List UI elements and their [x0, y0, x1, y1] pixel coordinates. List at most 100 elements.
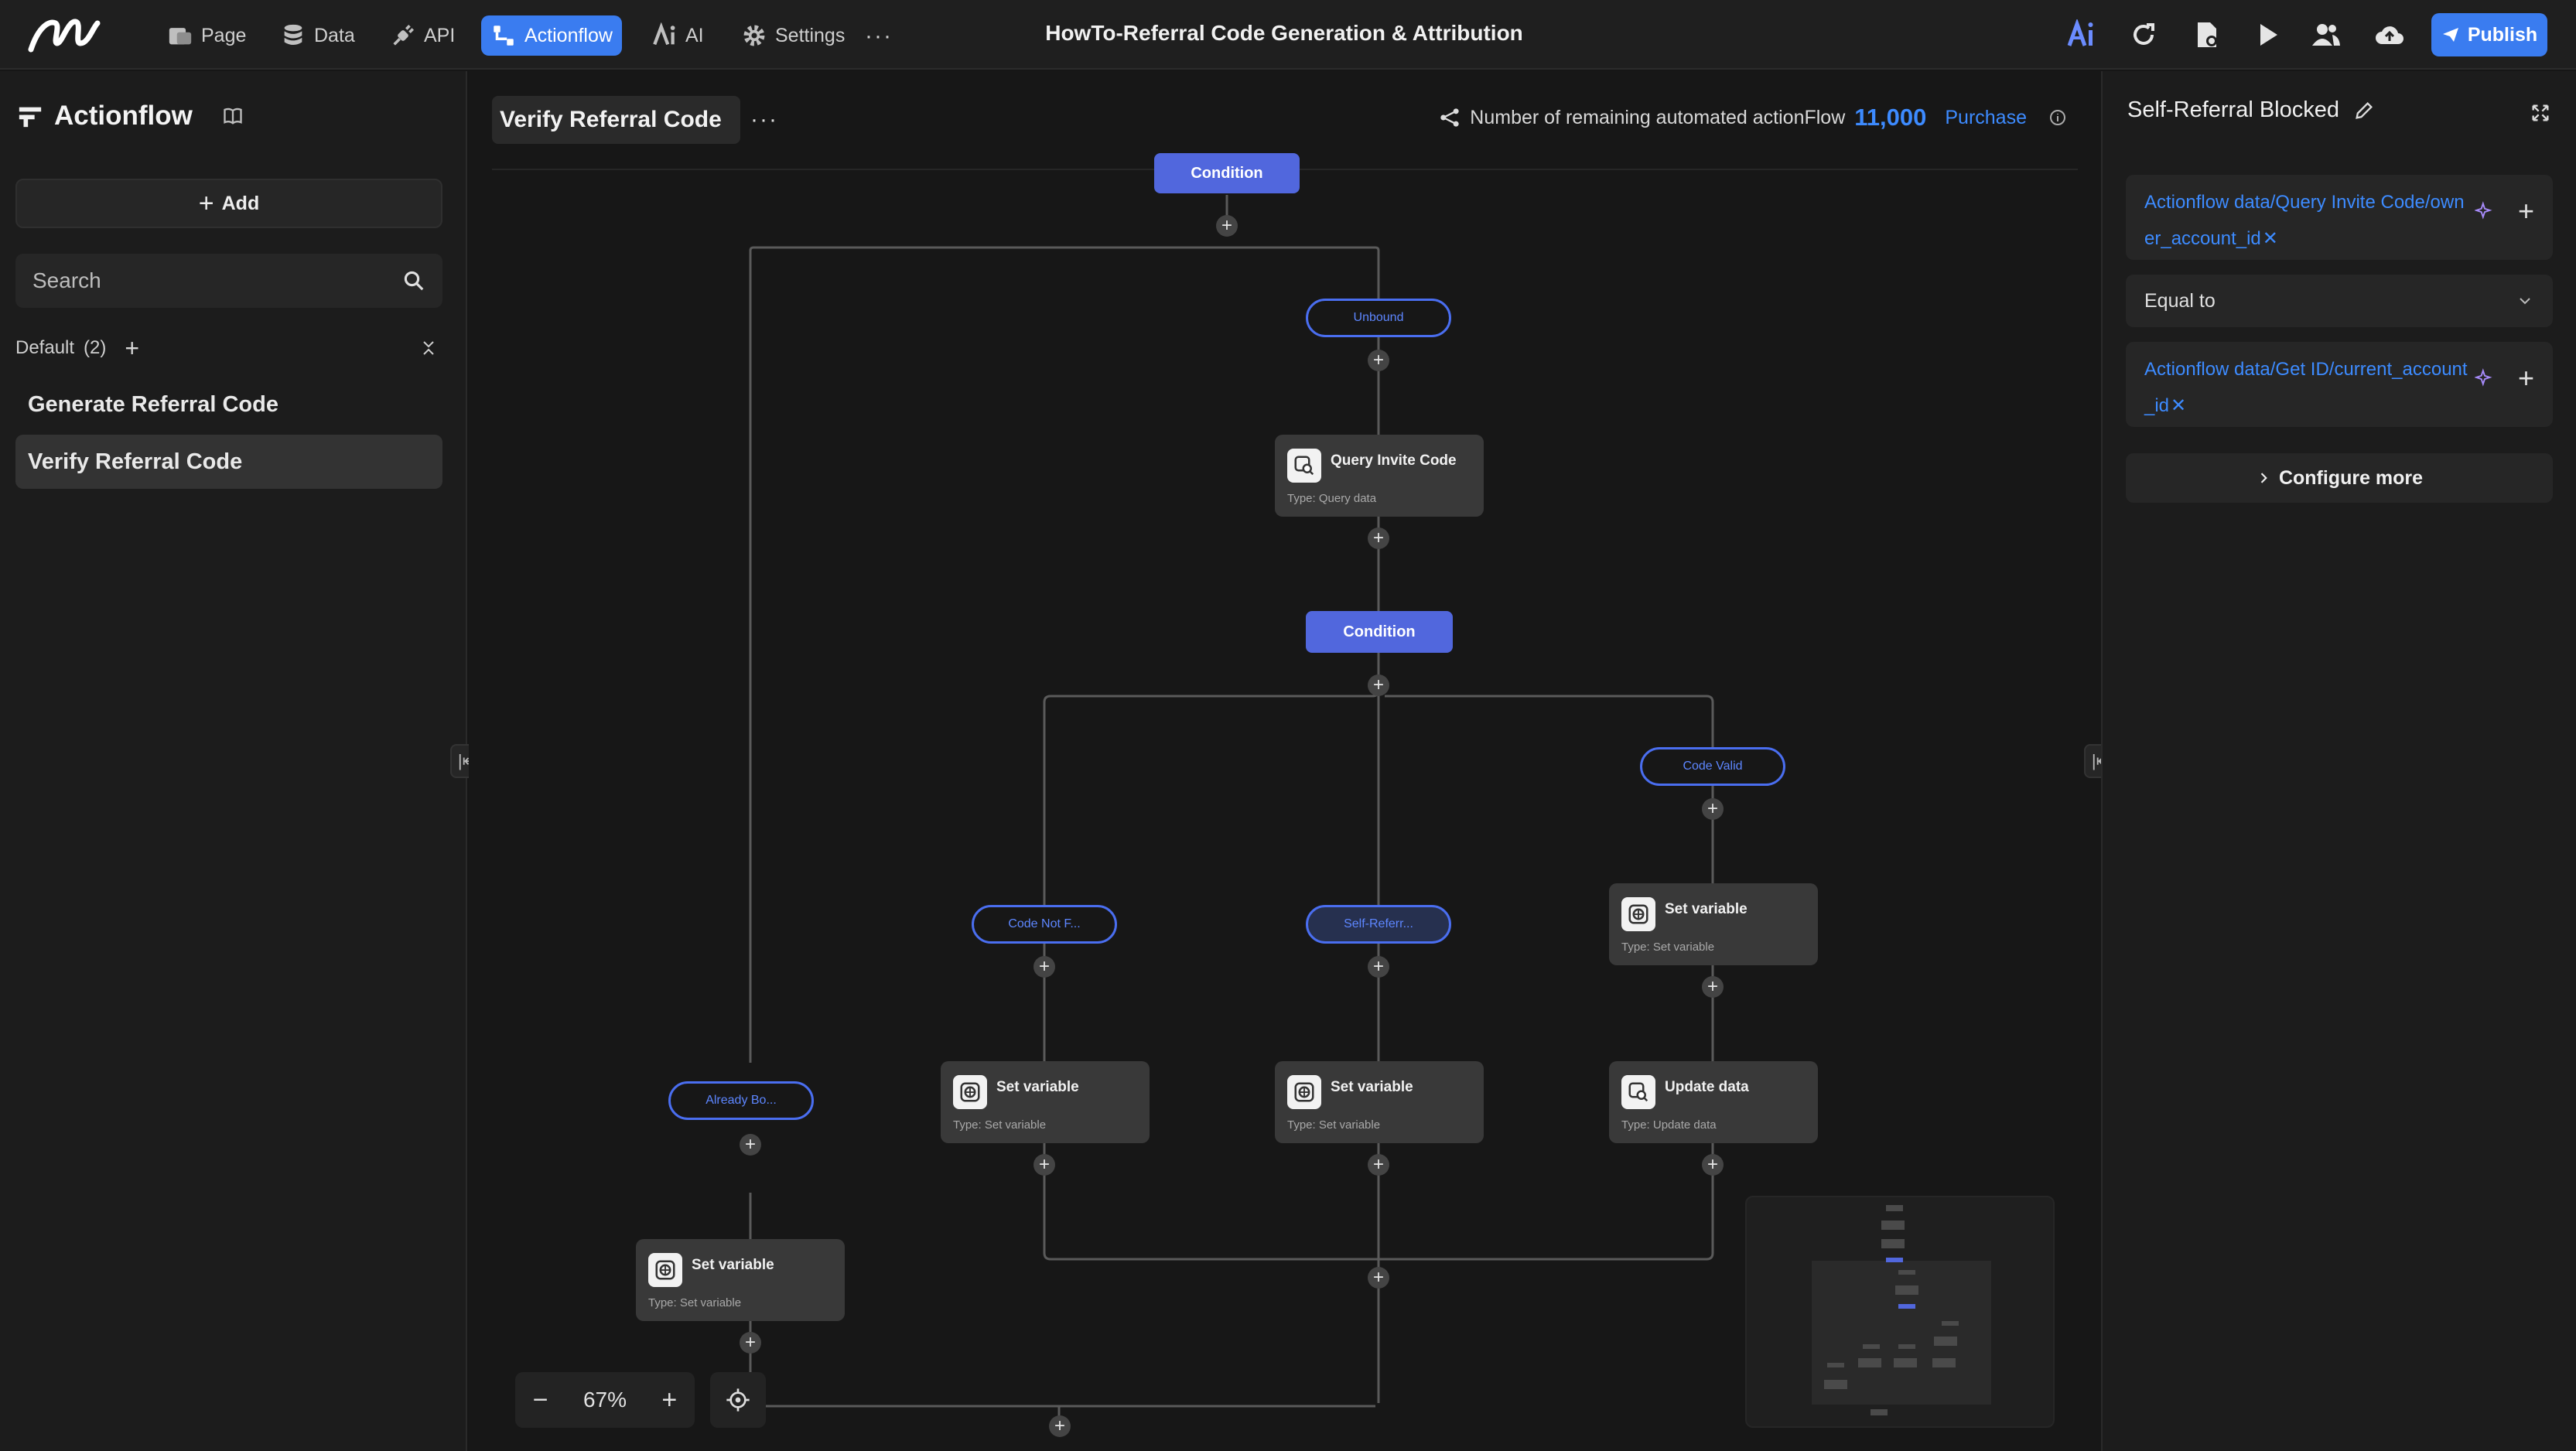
add-step-button[interactable]: + — [1216, 215, 1238, 237]
more-menu-icon[interactable]: ··· — [865, 23, 893, 49]
nav-ai-label: AI — [685, 24, 704, 46]
preview-play-icon[interactable] — [2250, 17, 2285, 53]
nav-page[interactable]: Page — [158, 15, 255, 56]
group-add-icon[interactable]: + — [125, 333, 140, 362]
add-operand-icon[interactable]: + — [2517, 195, 2534, 227]
flow-canvas[interactable]: Verify Referral Code ··· Number of remai… — [469, 71, 2101, 1451]
panel-header: Self-Referral Blocked — [2127, 97, 2375, 123]
refresh-icon[interactable] — [2126, 17, 2161, 53]
group-count: (2) — [84, 337, 107, 358]
node-type: Type: Set variable — [1287, 1118, 1380, 1132]
expand-icon[interactable] — [2530, 102, 2551, 124]
condition-node-top[interactable]: Condition — [1154, 153, 1300, 193]
nav-api[interactable]: API — [381, 15, 464, 56]
zoom-level: 67% — [583, 1388, 627, 1412]
node-type: Type: Set variable — [953, 1118, 1046, 1132]
add-label: Add — [221, 192, 260, 214]
sidebar-item-generate-referral-code[interactable]: Generate Referral Code — [15, 377, 442, 432]
configure-more-button[interactable]: Configure more — [2126, 453, 2553, 503]
logo-icon[interactable] — [26, 12, 104, 56]
sidebar-item-label: Generate Referral Code — [28, 391, 278, 417]
branch-code-not-found[interactable]: Code Not F... — [972, 905, 1117, 944]
ai-assistant-icon[interactable] — [2064, 17, 2099, 53]
branch-unbound[interactable]: Unbound — [1306, 299, 1451, 337]
right-operand-field[interactable]: Actionflow data/Get ID/current_account_i… — [2126, 342, 2553, 427]
nav-data-label: Data — [314, 24, 355, 46]
zoom-out-icon[interactable]: − — [532, 1384, 548, 1415]
zoom-in-icon[interactable]: + — [661, 1384, 678, 1415]
remaining-quota: Number of remaining automated actionFlow… — [1439, 104, 2067, 131]
node-set-variable-already-bound[interactable]: Set variable Type: Set variable — [636, 1239, 845, 1321]
add-step-button[interactable]: + — [1368, 1154, 1389, 1176]
recenter-button[interactable] — [710, 1372, 766, 1428]
add-step-button[interactable]: + — [1368, 527, 1389, 549]
condition-node-middle[interactable]: Condition — [1306, 611, 1453, 653]
ai-sparkle-icon[interactable] — [2474, 368, 2495, 388]
add-step-button[interactable]: + — [1368, 956, 1389, 978]
add-operand-icon[interactable]: + — [2517, 362, 2534, 394]
left-operand-value: Actionflow data/Query Invite Code/owner_… — [2144, 192, 2465, 249]
actionflow-list-icon — [19, 107, 42, 128]
flow-title[interactable]: Verify Referral Code — [492, 96, 740, 144]
configure-more-label: Configure more — [2278, 466, 2424, 489]
file-settings-icon[interactable] — [2189, 17, 2225, 53]
ai-icon — [653, 22, 675, 46]
set-variable-icon — [953, 1075, 987, 1109]
plug-icon — [393, 24, 415, 46]
search-input[interactable] — [32, 268, 373, 293]
node-set-variable-self-referral[interactable]: Set variable Type: Set variable — [1275, 1061, 1484, 1143]
left-operand-field[interactable]: Actionflow data/Query Invite Code/owner_… — [2126, 175, 2553, 260]
branch-code-valid[interactable]: Code Valid — [1640, 747, 1785, 786]
node-type: Type: Set variable — [648, 1296, 741, 1309]
add-step-button[interactable]: + — [740, 1332, 761, 1354]
collapse-group-icon[interactable] — [419, 339, 438, 357]
group-default[interactable]: Default (2) + — [15, 333, 442, 364]
info-icon[interactable] — [2048, 108, 2067, 127]
cloud-upload-icon[interactable] — [2372, 17, 2407, 53]
add-step-button[interactable]: + — [1049, 1415, 1071, 1437]
publish-button[interactable]: Publish — [2431, 13, 2547, 56]
node-set-variable-not-found[interactable]: Set variable Type: Set variable — [941, 1061, 1150, 1143]
docs-book-icon[interactable] — [222, 105, 244, 127]
add-step-button[interactable]: + — [1702, 798, 1724, 820]
minimap[interactable] — [1745, 1196, 2055, 1428]
node-update-data[interactable]: Update data Type: Update data — [1609, 1061, 1818, 1143]
collaborators-icon[interactable] — [2308, 17, 2344, 53]
branch-already-bound[interactable]: Already Bo... — [668, 1081, 814, 1120]
remove-right-operand-icon[interactable]: ✕ — [2171, 395, 2187, 416]
node-type-value: Update data — [1652, 1118, 1717, 1132]
remove-left-operand-icon[interactable]: ✕ — [2262, 228, 2278, 249]
add-actionflow-button[interactable]: + Add — [15, 179, 442, 228]
publish-label: Publish — [2467, 23, 2538, 46]
add-step-button[interactable]: + — [1368, 1267, 1389, 1289]
branch-self-referral[interactable]: Self-Referr... — [1306, 905, 1451, 944]
node-set-variable-valid[interactable]: Set variable Type: Set variable — [1609, 883, 1818, 965]
nav-ai[interactable]: AI — [642, 15, 713, 56]
add-step-button[interactable]: + — [1702, 976, 1724, 998]
add-step-button[interactable]: + — [1033, 1154, 1055, 1176]
node-query-invite-code[interactable]: Query Invite Code Type: Query data — [1275, 435, 1484, 517]
edit-pencil-icon[interactable] — [2353, 100, 2375, 121]
sidebar-item-verify-referral-code[interactable]: Verify Referral Code — [15, 435, 442, 489]
document-title: HowTo-Referral Code Generation & Attribu… — [1045, 21, 1523, 45]
add-step-button[interactable]: + — [740, 1134, 761, 1156]
flow-more-icon[interactable]: ··· — [750, 107, 778, 132]
add-step-button[interactable]: + — [1702, 1154, 1724, 1176]
panel-title: Self-Referral Blocked — [2127, 97, 2339, 122]
ai-sparkle-icon[interactable] — [2474, 201, 2495, 221]
nav-settings[interactable]: Settings — [732, 15, 854, 56]
nav-actionflow[interactable]: Actionflow — [481, 15, 622, 56]
purchase-link[interactable]: Purchase — [1945, 106, 2027, 128]
add-step-button[interactable]: + — [1368, 350, 1389, 371]
right-operand-value: Actionflow data/Get ID/current_account_i… — [2144, 359, 2468, 416]
set-variable-icon — [1287, 1075, 1321, 1109]
add-step-button[interactable]: + — [1033, 956, 1055, 978]
nav-data[interactable]: Data — [271, 15, 364, 56]
search-icon[interactable] — [402, 269, 425, 292]
node-name: Set variable — [692, 1257, 774, 1273]
operator-select[interactable]: Equal to — [2126, 275, 2553, 327]
add-step-button[interactable]: + — [1368, 674, 1389, 696]
nav-actionflow-label: Actionflow — [524, 24, 613, 46]
group-name: Default — [15, 337, 75, 358]
